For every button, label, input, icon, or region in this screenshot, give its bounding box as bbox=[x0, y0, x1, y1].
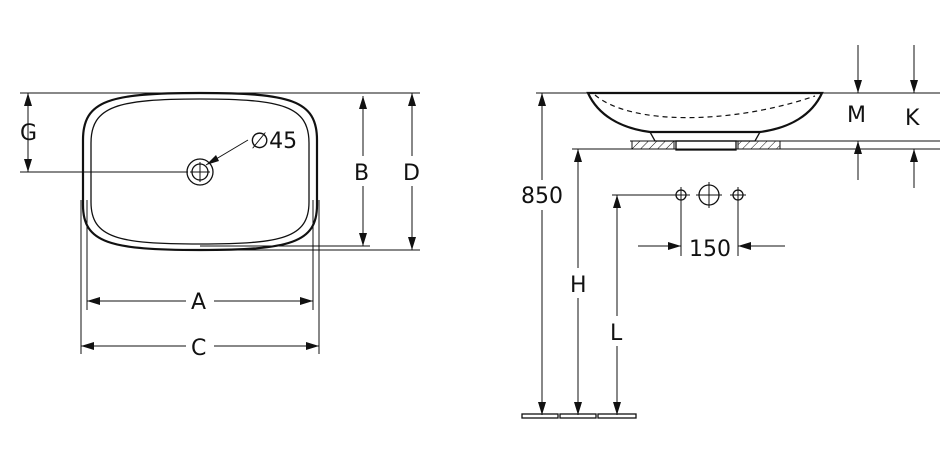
basin-inner-outline bbox=[90, 98, 310, 245]
hole-leader-arrow bbox=[206, 155, 219, 165]
dim-g-label: G bbox=[20, 121, 37, 146]
dim-850-label: 850 bbox=[521, 184, 563, 209]
dimension-g: G bbox=[20, 92, 230, 173]
dim-d-label: D bbox=[403, 161, 420, 186]
hole-diameter-label: ∅45 bbox=[250, 129, 297, 154]
top-view: ∅45 G B D bbox=[20, 91, 428, 361]
countertop-hatch-right bbox=[737, 140, 781, 150]
dim-150-label: 150 bbox=[689, 237, 731, 262]
dimension-850: 850 bbox=[518, 93, 568, 415]
dimension-m: M bbox=[847, 45, 866, 180]
dim-a-label: A bbox=[191, 290, 206, 315]
floor-line bbox=[521, 413, 637, 419]
dimension-k: K bbox=[905, 45, 920, 188]
dimension-d: D bbox=[200, 93, 428, 251]
dimension-a: A bbox=[86, 200, 314, 315]
dimension-b: B bbox=[200, 92, 420, 247]
dim-m-label: M bbox=[847, 103, 866, 128]
dimension-l: L bbox=[606, 194, 690, 415]
dimension-c: C bbox=[80, 200, 320, 361]
basin-inner-dashed bbox=[594, 94, 816, 119]
dim-c-label: C bbox=[191, 336, 206, 361]
dimension-150: 150 bbox=[638, 203, 785, 262]
dim-h-label: H bbox=[570, 273, 587, 298]
countertop-hole bbox=[675, 140, 737, 151]
basin-bowl-profile bbox=[586, 91, 824, 134]
dim-k-label: K bbox=[905, 106, 920, 131]
basin-foot bbox=[648, 131, 762, 142]
dimension-h: H bbox=[566, 149, 592, 415]
side-view: M K 850 H bbox=[518, 45, 940, 419]
tap-holes bbox=[673, 182, 746, 208]
dim-l-label: L bbox=[610, 321, 623, 346]
dim-b-label: B bbox=[354, 161, 369, 186]
countertop-hatch-left bbox=[631, 140, 675, 150]
